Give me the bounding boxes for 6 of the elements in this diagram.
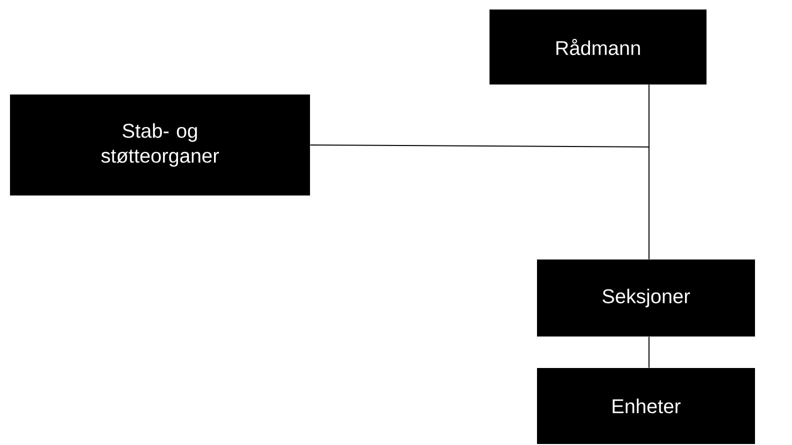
org-box: Stab- og støtteorganer <box>10 94 310 196</box>
org-box: Enheter <box>537 368 755 444</box>
connector-line <box>310 84 650 148</box>
connector-line <box>648 336 650 368</box>
org-box: Rådmann <box>490 10 706 84</box>
org-box: Seksjoner <box>537 260 755 336</box>
